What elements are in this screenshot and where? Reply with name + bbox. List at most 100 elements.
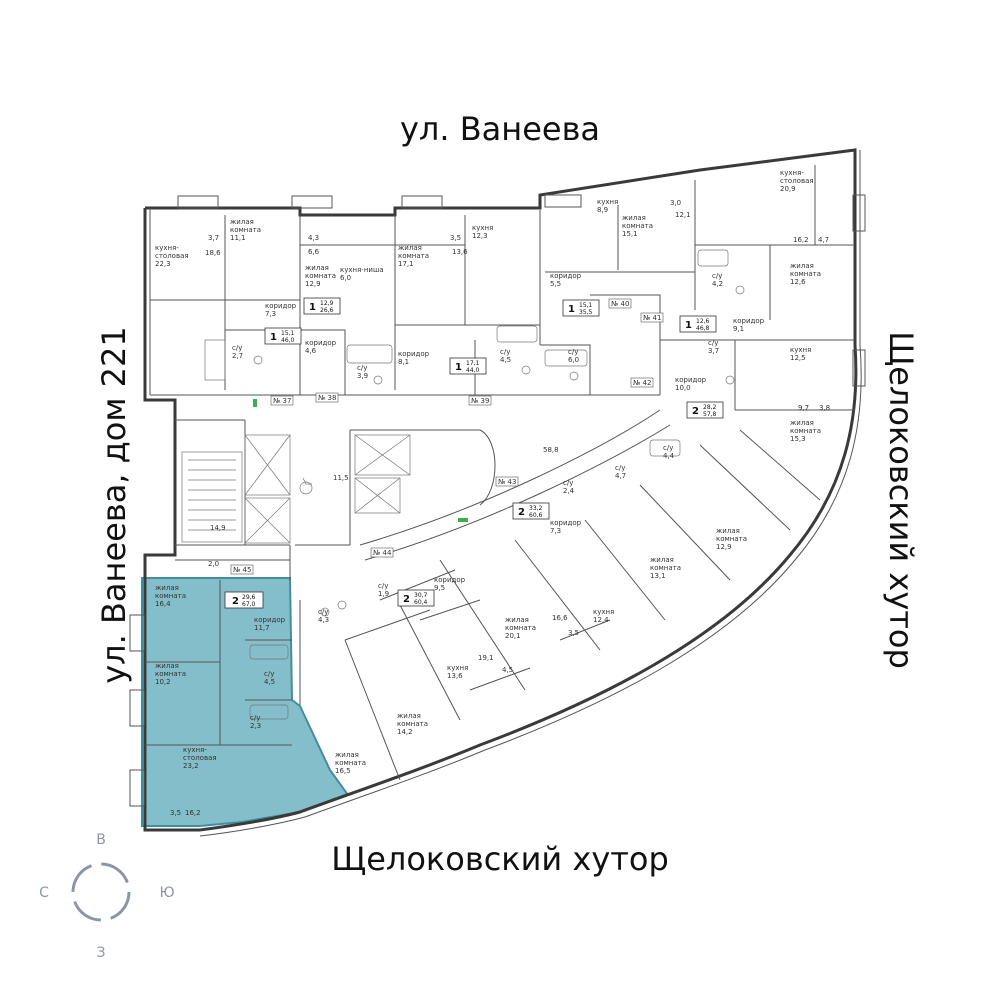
room-label-line: 6,0 [568,356,579,364]
apartment-number-tag[interactable]: № 44 [370,547,394,558]
compass-west: С [39,885,49,901]
room-label-line: 9,5 [434,584,445,592]
room-label-line: коридор [398,350,430,358]
apartment-number-frame [608,298,632,309]
room-label-line: коридор [675,376,707,384]
room-label-line: 23,2 [183,762,199,770]
apartment-number-tag[interactable]: № 43 [495,476,519,487]
apartment-info-frame [303,297,341,315]
room-label-line: жилая [155,584,179,592]
room-label-line: коридор [265,302,297,310]
room-label-line: 2,3 [250,722,261,730]
apartment-total-area: 35,5 [579,309,593,316]
apartment-number-tag[interactable]: № 39 [468,395,492,406]
room-label-line: столовая [183,754,217,762]
room-label-line: 1,9 [378,590,389,598]
room-label: 3,5 [568,629,579,637]
highlighted-apartment-total: 67,0 [242,601,256,608]
room-label-line: 7,3 [265,310,276,318]
room-label: 6,6 [308,248,320,256]
apartment-number-tag[interactable]: № 45 [230,564,254,575]
room-label-line: 4,6 [305,347,317,355]
apartment-number-tag[interactable]: № 38 [315,392,339,403]
room-label-line: 4,4 [663,452,675,460]
room-label-line: столовая [780,177,814,185]
room-label-line: 20,9 [780,185,796,193]
room-label-line: с/у [563,479,573,487]
apartment-living-area: 15,1 [281,330,295,337]
apartment-number-frame [370,547,394,558]
room-label-line: с/у [615,464,625,472]
room-label-line: жилая [650,556,674,564]
room-label-line: 3,5 [568,629,579,637]
apartment-total-area: 26,6 [320,307,334,314]
room-label-line: с/у [712,272,722,280]
room-label-line: 4,7 [615,472,626,480]
room-label: 3,5 [170,809,181,817]
apartment-number-frame [315,392,339,403]
entrance-markers [253,399,468,522]
room-label-line: 12,9 [716,543,732,551]
room-label-line: 4,5 [500,356,511,364]
room-label-line: 5,5 [550,280,561,288]
room-label-line: коридор [733,317,765,325]
room-label-line: комната [790,427,821,435]
room-label-line: коридор [305,339,337,347]
room-label-line: коридор [434,576,466,584]
apartment-info-frame [397,589,435,607]
apartment-info-frame [686,401,724,419]
apartment-number-tag[interactable]: № 37 [270,395,294,406]
apartment-number-frame [468,395,492,406]
apartment-total-area: 46,8 [696,325,710,332]
room-label-line: жилая [716,527,740,535]
apartment-rooms: 1 [309,302,316,313]
room-label-line: жилая [305,264,329,272]
room-label-line: 2,7 [232,352,243,360]
room-label-line: кухня [447,664,468,672]
room-label-line: 3,5 [170,809,181,817]
room-label-line: 13,1 [650,572,666,580]
room-label-line: с/у [357,364,367,372]
apartment-rooms: 2 [518,507,525,518]
room-label-line: 11,7 [254,624,270,632]
apartment-number-tag[interactable]: № 41 [640,312,664,323]
room-label-line: комната [790,270,821,278]
room-label: 2,0 [208,560,219,568]
room-label-line: с/у [663,444,673,452]
room-label-line: с/у [708,339,718,347]
apartment-number: № 37 [273,397,291,405]
apartment-info-frame [264,327,302,345]
apartment-number-tag[interactable]: № 42 [630,377,654,388]
highlighted-apartment-info[interactable]: 2 29,6 67,0 [224,591,264,609]
room-label-line: 3,9 [357,372,368,380]
room-label: 16,6 [552,614,568,622]
apartment-rooms: 1 [270,332,277,343]
apartment-number-tag[interactable]: № 40 [608,298,632,309]
room-label-line: комната [505,624,536,632]
room-label-line: кухня [472,224,493,232]
room-label-line: 12,1 [675,211,691,219]
wheelchair-icon [299,477,313,495]
apartment-rooms: 1 [568,304,575,315]
